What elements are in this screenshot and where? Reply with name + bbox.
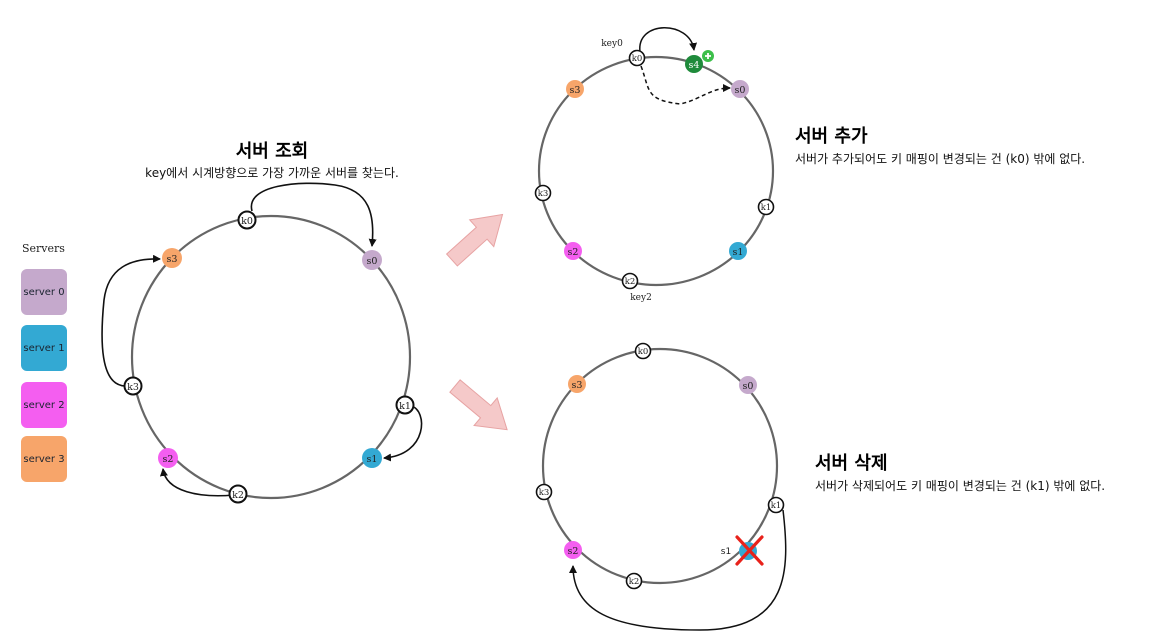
addition-title: 서버 추가 [795,126,868,147]
key0-label: key0 [601,39,623,49]
hash-ring [537,55,775,287]
key-node-k0 [237,210,257,230]
key-node-k1 [757,198,775,216]
key-node-k2 [228,484,248,504]
server-label-s2: s2 [568,247,579,258]
legend-label-server-1: server 1 [23,343,64,354]
key-node-k0 [634,342,652,360]
legend-title: Servers [22,242,65,255]
lookup-subtitle: key에서 시계방향으로 가장 가까운 서버를 찾는다. [145,166,399,180]
server-node-s2 [564,541,582,559]
server-node-s4 [685,55,703,73]
server-node-s3 [568,375,586,393]
removed-server-label: s1 [721,547,731,557]
server-node-s2 [158,448,178,468]
key-label-k3: k3 [538,189,549,199]
arrow-k2-to-s2 [159,468,235,497]
key-label-k0: k0 [632,54,643,64]
arrow-k1-to-s1 [383,405,423,462]
server-node-s0 [362,250,382,270]
red-x-icon [735,535,764,566]
key-label-k3: k3 [539,488,550,498]
key-node-k3 [535,483,553,501]
server-legend: Servers server 0 server 1 server 2 serve… [21,242,67,482]
deletion-title: 서버 삭제 [815,453,888,474]
server-node-s0 [739,376,757,394]
server-label-s2: s2 [568,546,579,557]
key-label-k2: k2 [232,490,244,501]
server-label-s3: s3 [167,254,178,265]
key-node-k2 [621,272,639,290]
deletion-panel: 서버 삭제 서버가 삭제되어도 키 매핑이 변경되는 건 (k1) 밖에 없다.… [535,342,1105,631]
server-label-s1: s1 [367,454,378,465]
server-label-s1: s1 [733,247,744,258]
hash-ring [130,214,412,500]
key-label-k3: k3 [127,382,139,393]
key-label-k0: k0 [638,347,649,357]
key-node-k3 [534,184,552,202]
arrow-k0-to-s4 [639,27,698,53]
transition-arrow-icon [445,213,504,267]
key-node-k2 [625,572,643,590]
server-label-s0: s0 [743,381,754,392]
key-label-k1: k1 [399,401,411,412]
server-label-s2: s2 [163,454,174,465]
legend-swatch-server-1 [21,325,67,371]
legend-label-server-3: server 3 [23,454,64,465]
transition-arrow-icon [449,379,508,431]
legend-swatch-server-3 [21,436,67,482]
server-node-s1 [729,242,747,260]
key-node-k1 [395,395,415,415]
server-node-s0 [731,80,749,98]
server-label-s0: s0 [735,85,746,96]
dashed-arrow-k0-to-s0 [640,65,731,105]
lookup-panel: 서버 조회 key에서 시계방향으로 가장 가까운 서버를 찾는다. s0 s1… [101,141,423,504]
key-node-k1 [767,496,785,514]
arrow-k3-to-s3 [101,254,161,387]
key-label-k1: k1 [761,203,772,213]
server-node-s3 [566,80,584,98]
server-node-s1 [362,448,382,468]
legend-label-server-2: server 2 [23,400,64,411]
key-label-k1: k1 [771,501,782,511]
arrow-k1-to-s2 [569,509,787,631]
arrow-k0-to-s0 [250,182,377,247]
server-node-s3 [162,248,182,268]
server-label-s0: s0 [367,256,378,267]
key-label-k2: k2 [629,577,640,587]
server-node-s2 [564,242,582,260]
key2-label: key2 [630,293,652,303]
server-label-s4: s4 [689,60,700,71]
legend-swatch-server-0 [21,269,67,315]
key-node-k3 [123,376,143,396]
key-node-k0 [628,49,646,67]
key-label-k2: k2 [625,277,636,287]
addition-panel: 서버 추가 서버가 추가되어도 키 매핑이 변경되는 건 (k0) 밖에 없다.… [534,27,1085,303]
server-label-s3: s3 [572,380,583,391]
legend-label-server-0: server 0 [23,287,64,298]
lookup-title: 서버 조회 [236,141,309,162]
key-label-k0: k0 [241,216,253,227]
hash-ring [541,347,779,585]
deletion-subtitle: 서버가 삭제되어도 키 매핑이 변경되는 건 (k1) 밖에 없다. [815,479,1105,493]
addition-subtitle: 서버가 추가되어도 키 매핑이 변경되는 건 (k0) 밖에 없다. [795,152,1085,166]
legend-swatch-server-2 [21,382,67,428]
plus-circle-icon [702,50,714,62]
server-label-s3: s3 [570,85,581,96]
